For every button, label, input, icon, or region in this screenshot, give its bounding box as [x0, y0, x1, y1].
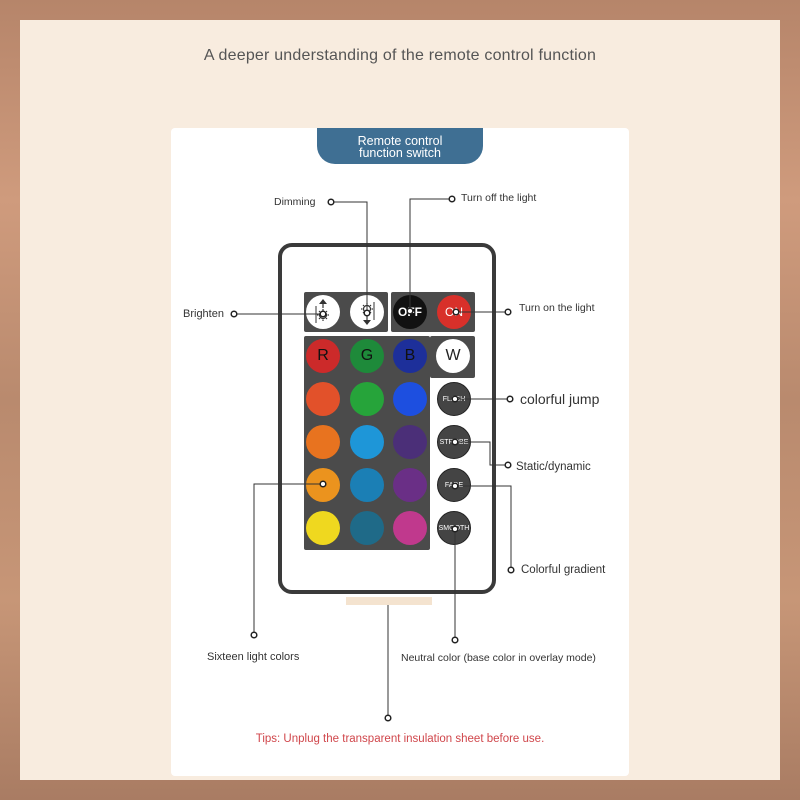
brighten-label: Brighten — [183, 308, 224, 320]
green-button-label: G — [360, 347, 374, 364]
static-dynamic-label: Static/dynamic — [516, 461, 591, 473]
color-button[interactable] — [393, 382, 427, 416]
page-title: A deeper understanding of the remote con… — [203, 47, 597, 64]
colorful-jump-label: colorful jump — [520, 391, 600, 407]
color-button[interactable] — [393, 468, 427, 502]
color-button[interactable] — [350, 511, 384, 545]
colorful-gradient-callout — [455, 485, 512, 570]
brighten-icon — [315, 299, 329, 323]
pill-line-2: function switch — [359, 146, 441, 160]
white-button-label: W — [445, 347, 461, 364]
color-button[interactable] — [306, 511, 340, 545]
blue-button[interactable]: B — [393, 339, 427, 373]
turn-off-label: Turn off the light — [461, 192, 537, 204]
color-button[interactable] — [306, 382, 340, 416]
static-dynamic-callout — [455, 441, 508, 466]
color-button[interactable] — [393, 425, 427, 459]
title-pill: Remote control function switch — [317, 128, 483, 164]
sixteen-colors-callout — [253, 483, 323, 635]
dimming-label: Dimming — [274, 196, 316, 208]
sixteen-colors-label: Sixteen light colors — [207, 651, 300, 663]
red-button[interactable]: R — [306, 339, 340, 373]
pill-line-1: Remote control — [357, 134, 443, 148]
colorful-gradient-label: Colorful gradient — [521, 564, 606, 576]
color-button[interactable] — [393, 511, 427, 545]
color-button[interactable] — [350, 425, 384, 459]
turn-on-label: Turn on the light — [519, 302, 595, 314]
insulation-tab — [346, 597, 432, 605]
color-button[interactable] — [350, 382, 384, 416]
neutral-color-label: Neutral color (base color in overlay mod… — [401, 652, 596, 664]
color-button[interactable] — [306, 425, 340, 459]
green-button[interactable]: G — [350, 339, 384, 373]
tips-text: Tips: Unplug the transparent insulation … — [255, 733, 545, 745]
brighten-button[interactable] — [306, 295, 340, 329]
turn-off-callout — [409, 198, 452, 311]
dimming-callout — [331, 201, 368, 313]
white-button[interactable]: W — [436, 339, 470, 373]
color-button[interactable] — [350, 468, 384, 502]
blue-button-label: B — [404, 347, 416, 364]
red-button-label: R — [317, 347, 329, 364]
